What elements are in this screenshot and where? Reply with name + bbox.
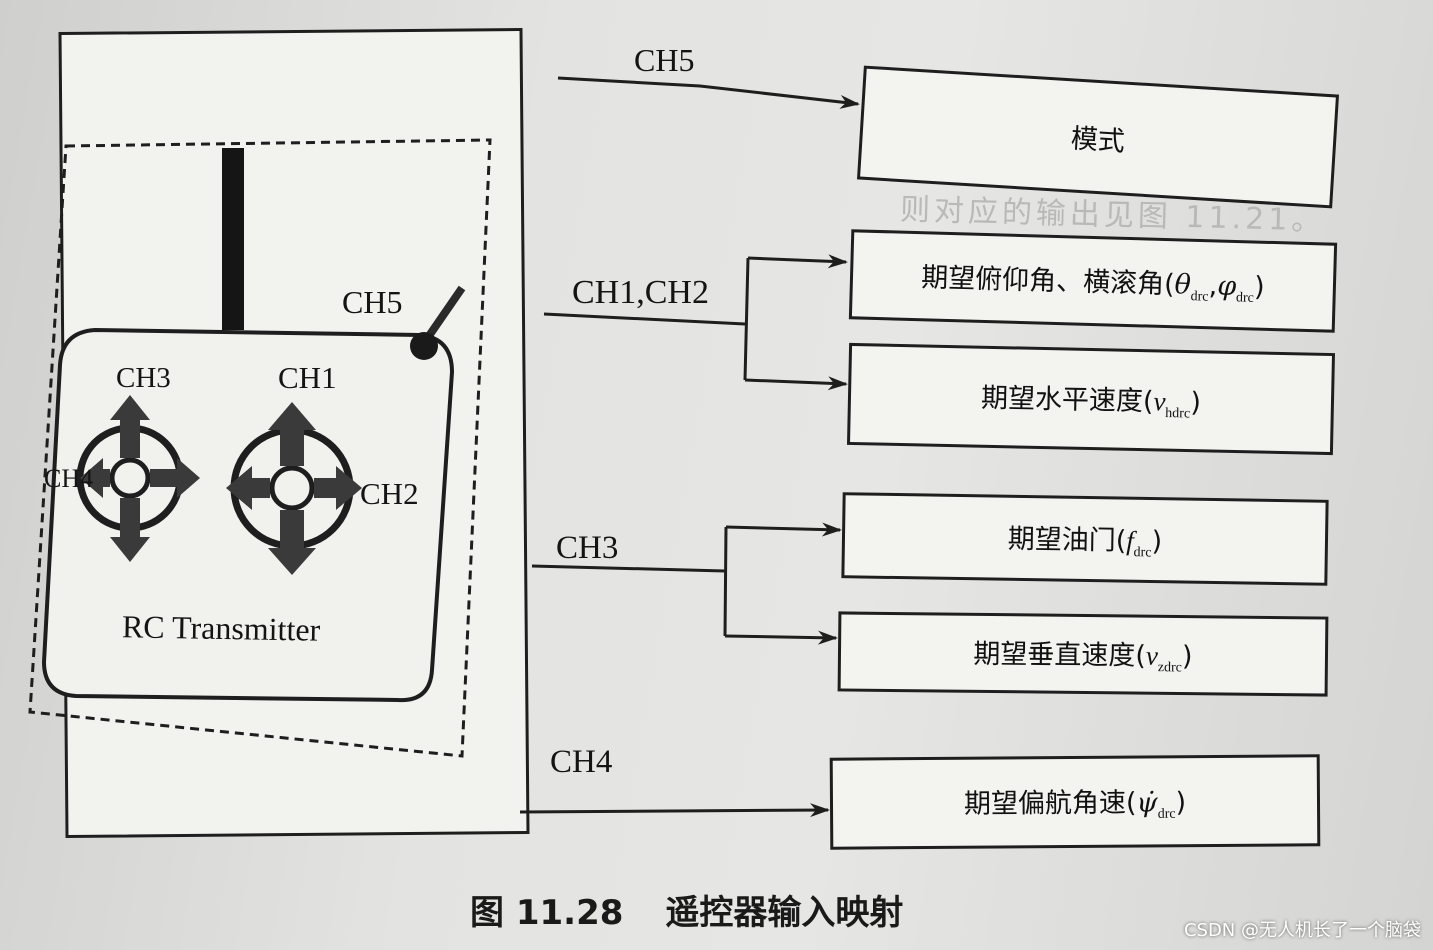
left-stick-icon	[76, 395, 200, 562]
yaw-rate-label: 期望偏航角速(ψ̇drc)	[963, 787, 1187, 822]
mode-label: 模式	[1069, 122, 1126, 158]
ch12-arrow-bottom	[744, 376, 848, 391]
throttle-label: 期望油门(fdrc)	[1007, 523, 1163, 561]
right-stick-icon	[226, 402, 362, 575]
switch-label: CH5	[342, 284, 403, 320]
ch12-arrow-top	[747, 254, 848, 269]
left-stick-side-label: CH4	[44, 464, 94, 493]
pitch-roll-label: 期望俯仰角、横滚角(θdrc,φdrc)	[920, 262, 1266, 306]
ch3-line	[531, 564, 726, 573]
left-stick-top-label: CH3	[116, 362, 171, 394]
ch3-branch	[723, 526, 728, 637]
channel-label-ch3: CH3	[556, 530, 619, 566]
antenna	[222, 148, 244, 330]
horizontal-speed-box: 期望水平速度(vhdrc)	[846, 342, 1336, 456]
figure-caption: 图 11.28 遥控器输入映射	[470, 885, 903, 934]
ch5-arrow	[557, 76, 860, 109]
right-stick-top-label: CH1	[278, 360, 337, 395]
ch12-branch	[743, 257, 750, 381]
ch3-arrow-top	[725, 522, 842, 537]
caption-number: 图 11.28	[470, 893, 624, 933]
right-stick-side-label: CH2	[360, 476, 419, 511]
watermark: CSDN @无人机长了一个脑袋	[1183, 920, 1421, 941]
pitch-roll-box: 期望俯仰角、横滚角(θdrc,φdrc)	[848, 229, 1338, 333]
throttle-box: 期望油门(fdrc)	[841, 492, 1329, 586]
transmitter-body	[41, 327, 455, 703]
channel-label-ch5: CH5	[634, 42, 695, 78]
channel-label-ch4: CH4	[550, 744, 613, 780]
channel-label-ch1-ch2: CH1,CH2	[572, 274, 709, 311]
caption-title: 遥控器输入映射	[665, 893, 904, 933]
yaw-rate-box: 期望偏航角速(ψ̇drc)	[829, 754, 1321, 850]
vertical-speed-label: 期望垂直速度(vzdrc)	[973, 638, 1193, 676]
ch4-arrow	[519, 803, 830, 818]
ch12-line	[543, 312, 746, 326]
horizontal-speed-label: 期望水平速度(vhdrc)	[980, 382, 1202, 422]
dashed-frame	[28, 138, 492, 758]
vertical-speed-box: 期望垂直速度(vzdrc)	[837, 611, 1329, 697]
transmitter-title: RC Transmitter	[121, 608, 321, 648]
switch-knob	[410, 332, 438, 360]
ch3-arrow-bottom	[724, 630, 838, 645]
